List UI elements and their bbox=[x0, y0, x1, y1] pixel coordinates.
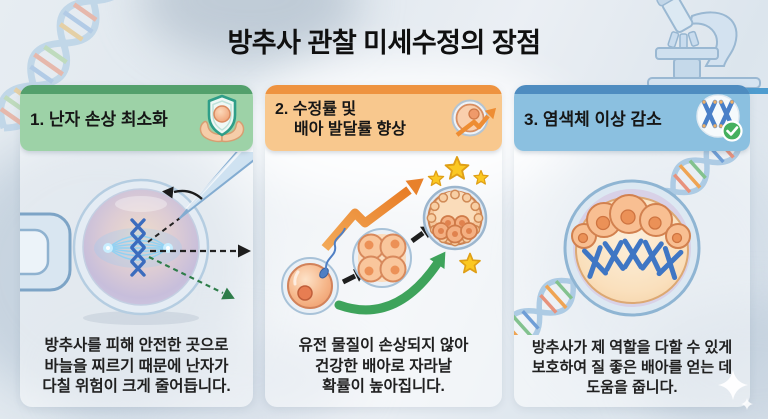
embryo-development-illustration bbox=[281, 156, 489, 315]
shield bbox=[207, 94, 237, 137]
egg-spindle-injection-illustration bbox=[20, 152, 253, 325]
card-header-fertilization-rate: 2. 수정률 및 배아 발달률 향상 bbox=[265, 85, 502, 151]
card-title-line2: 배아 발달률 향상 bbox=[294, 121, 406, 138]
stars bbox=[427, 156, 489, 274]
hands bbox=[199, 120, 245, 143]
chromosome-check-icon bbox=[696, 94, 743, 142]
card-chromosome-abnormality: 3. 염색체 이상 감소 방추사가 제 역할을 다할 수 있게 보호하여 질 좋… bbox=[514, 85, 750, 407]
chromosomes bbox=[581, 238, 684, 281]
retract-arrow bbox=[162, 186, 203, 200]
holding-pipette bbox=[20, 212, 72, 292]
check-badge bbox=[721, 120, 743, 142]
sperm bbox=[319, 227, 346, 279]
card-header-egg-damage: 1. 난자 손상 최소화 bbox=[20, 85, 253, 151]
egg-cell bbox=[72, 178, 210, 316]
four-cell-embryo bbox=[352, 228, 412, 288]
chromosome-column bbox=[130, 218, 146, 277]
card-egg-damage: 1. 난자 손상 최소화 방추사를 피해 안전한 곳 bbox=[20, 85, 253, 407]
embryo-with-chromosomes bbox=[563, 179, 701, 317]
sparkle-icon bbox=[718, 370, 753, 410]
direction-arrows bbox=[147, 217, 251, 300]
embryo-chromosomes-dna-illustration bbox=[514, 150, 744, 335]
card-header-chromosome-abnormality: 3. 염색체 이상 감소 bbox=[514, 85, 750, 151]
growth-arrow-green bbox=[334, 251, 446, 315]
cell-growth-arrow-icon bbox=[451, 99, 497, 137]
card-title: 2. 수정률 및 bbox=[275, 101, 357, 119]
shield-hands-icon bbox=[199, 94, 245, 143]
card-title: 3. 염색체 이상 감소 bbox=[524, 110, 662, 130]
card-title: 1. 난자 손상 최소화 bbox=[30, 110, 168, 130]
spindle bbox=[94, 218, 182, 277]
fertilized-egg bbox=[281, 227, 346, 315]
page-title: 방추사 관찰 미세수정의 장점 bbox=[227, 28, 541, 58]
card-fertilization-rate: 2. 수정률 및 배아 발달률 향상 유전 물질이 손상되지 않아 건강한 배아… bbox=[265, 85, 502, 407]
card-description: 유전 물질이 손상되지 않아 건강한 배아로 자라날 확률이 높아집니다. bbox=[298, 337, 469, 396]
card-description: 방추사를 피해 안전한 곳으로 바늘을 찌르기 때문에 난자가 다칠 위험이 크… bbox=[42, 337, 231, 396]
injection-needle bbox=[179, 152, 253, 219]
card-description: 방추사가 제 역할을 다할 수 있게 보호하여 질 좋은 배아를 얻는 데 도움… bbox=[531, 339, 733, 397]
growth-arrow-orange bbox=[321, 178, 424, 251]
blastocyst bbox=[422, 185, 488, 251]
